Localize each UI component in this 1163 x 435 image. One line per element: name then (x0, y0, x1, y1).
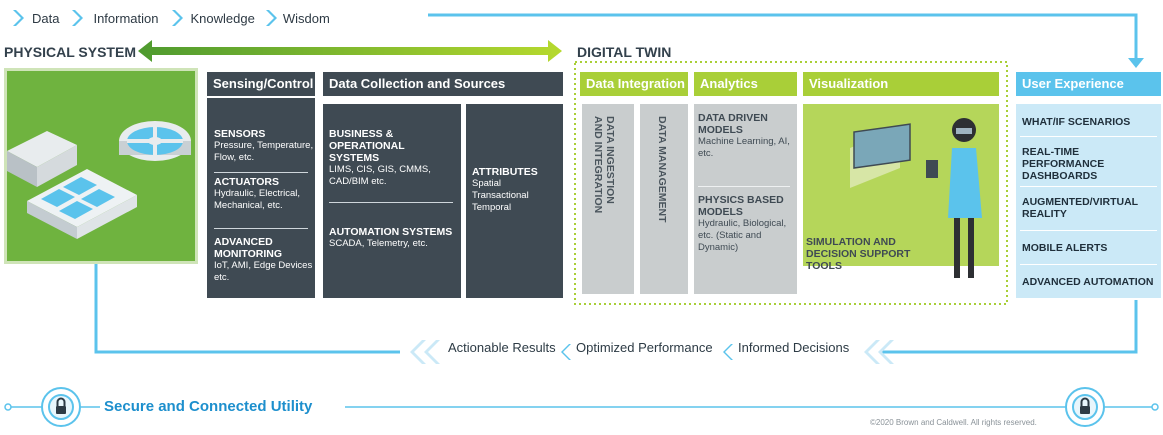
breadcrumb-data: Data (32, 10, 60, 26)
chevron-left-icon (561, 344, 571, 360)
automation-systems-title: AUTOMATION SYSTEMS (329, 226, 453, 238)
actuators-title: ACTUATORS (214, 176, 279, 188)
double-chevron-icon (864, 340, 894, 364)
automation-systems-label: AUTOMATION SYSTEMS SCADA, Telemetry, etc… (329, 226, 457, 250)
physical-system-title: PHYSICAL SYSTEM (4, 44, 136, 60)
ux-item-dashboards: REAL-TIME PERFORMANCE DASHBOARDS (1022, 146, 1105, 182)
monitoring-label: ADVANCED MONITORING IoT, AMI, Edge Devic… (214, 236, 314, 284)
breadcrumb-wisdom: Wisdom (282, 10, 330, 26)
feedback-optimized-performance: Optimized Performance (576, 340, 713, 355)
actuators-subtitle: Hydraulic, Electrical, Mechanical, etc. (214, 188, 301, 211)
lock-icon (1065, 387, 1105, 427)
divider (1020, 136, 1157, 137)
divider (214, 228, 308, 229)
breadcrumb-knowledge: Knowledge (190, 10, 255, 26)
divider (1020, 186, 1157, 187)
physics-based-subtitle: Hydraulic, Biological, etc. (Static and … (698, 218, 787, 253)
copyright: ©2020 Brown and Caldwell. All rights res… (870, 418, 1037, 427)
divider (329, 202, 453, 203)
chevron-icon (171, 10, 183, 26)
sensing-control-panel (207, 98, 315, 298)
data-collection-panel (323, 104, 461, 298)
business-systems-title: BUSINESS & OPERATIONAL SYSTEMS (329, 128, 405, 164)
chevron-icon (13, 10, 24, 26)
divider (698, 186, 790, 187)
attributes-title: ATTRIBUTES (472, 166, 538, 178)
sensors-title: SENSORS (214, 128, 266, 140)
physics-based-title: PHYSICS BASED MODELS (698, 194, 784, 218)
ux-item-mobile-alerts: MOBILE ALERTS (1022, 242, 1108, 254)
analytics-panel (694, 104, 797, 294)
ux-item-whatif: WHAT/IF SCENARIOS (1022, 116, 1131, 128)
chevron-icon (265, 10, 277, 26)
physical-system-illustration (4, 68, 198, 264)
monitoring-subtitle: IoT, AMI, Edge Devices etc. (214, 260, 313, 283)
data-driven-title: DATA DRIVEN MODELS (698, 112, 768, 136)
sensing-control-header: Sensing/Control (207, 72, 315, 96)
feedback-informed-decisions: Informed Decisions (738, 340, 850, 355)
treatment-plant-icon (7, 121, 191, 239)
breadcrumb-information: Information (93, 10, 159, 26)
automation-systems-subtitle: SCADA, Telemetry, etc. (329, 238, 428, 249)
actuators-label: ACTUATORS Hydraulic, Electrical, Mechani… (214, 176, 314, 212)
divider (1020, 264, 1157, 265)
data-driven-label: DATA DRIVEN MODELS Machine Learning, AI,… (698, 112, 794, 160)
divider (1020, 230, 1157, 231)
lock-icon (41, 387, 81, 427)
feedback-actionable-results: Actionable Results (448, 340, 556, 355)
physics-based-label: PHYSICS BASED MODELS Hydraulic, Biologic… (698, 194, 794, 254)
business-systems-label: BUSINESS & OPERATIONAL SYSTEMS LIMS, CIS… (329, 128, 457, 188)
data-collection-header: Data Collection and Sources (323, 72, 563, 96)
analytics-header: Analytics (694, 72, 797, 96)
footer-title: Secure and Connected Utility (104, 398, 313, 415)
double-chevron-icon (410, 340, 440, 364)
ux-item-advanced-automation: ADVANCED AUTOMATION (1022, 276, 1154, 288)
data-driven-subtitle: Machine Learning, AI, etc. (698, 136, 790, 159)
chevron-left-icon (723, 344, 733, 360)
sensors-label: SENSORS Pressure, Temperature, Flow, etc… (214, 128, 314, 164)
ingestion-column (582, 104, 634, 294)
divider (214, 172, 308, 173)
management-column (640, 104, 688, 294)
attributes-subtitle: Spatial Transactional Temporal (472, 178, 529, 213)
digital-twin-title: DIGITAL TWIN (577, 44, 672, 60)
user-experience-header: User Experience (1016, 72, 1161, 96)
breadcrumb: Data Information Knowledge Wisdom (10, 6, 330, 30)
person-with-vr-icon (850, 118, 982, 278)
sensors-subtitle: Pressure, Temperature, Flow, etc. (214, 140, 314, 163)
visualization-header: Visualization (803, 72, 999, 96)
data-integration-header: Data Integration (580, 72, 688, 96)
attributes-label: ATTRIBUTES Spatial Transactional Tempora… (472, 166, 560, 214)
business-systems-subtitle: LIMS, CIS, GIS, CMMS, CAD/BIM etc. (329, 164, 431, 187)
chevron-icon (72, 10, 84, 26)
simulation-caption: SIMULATION AND DECISION SUPPORT TOOLS (806, 236, 911, 272)
management-label: DATA MANAGEMENT (656, 116, 668, 223)
attributes-panel (466, 104, 563, 298)
monitoring-title: ADVANCED MONITORING (214, 236, 283, 260)
ingestion-label: DATA INGESTION AND INTEGRATION (592, 116, 616, 214)
ux-item-ar-vr: AUGMENTED/VIRTUAL REALITY (1022, 196, 1138, 220)
